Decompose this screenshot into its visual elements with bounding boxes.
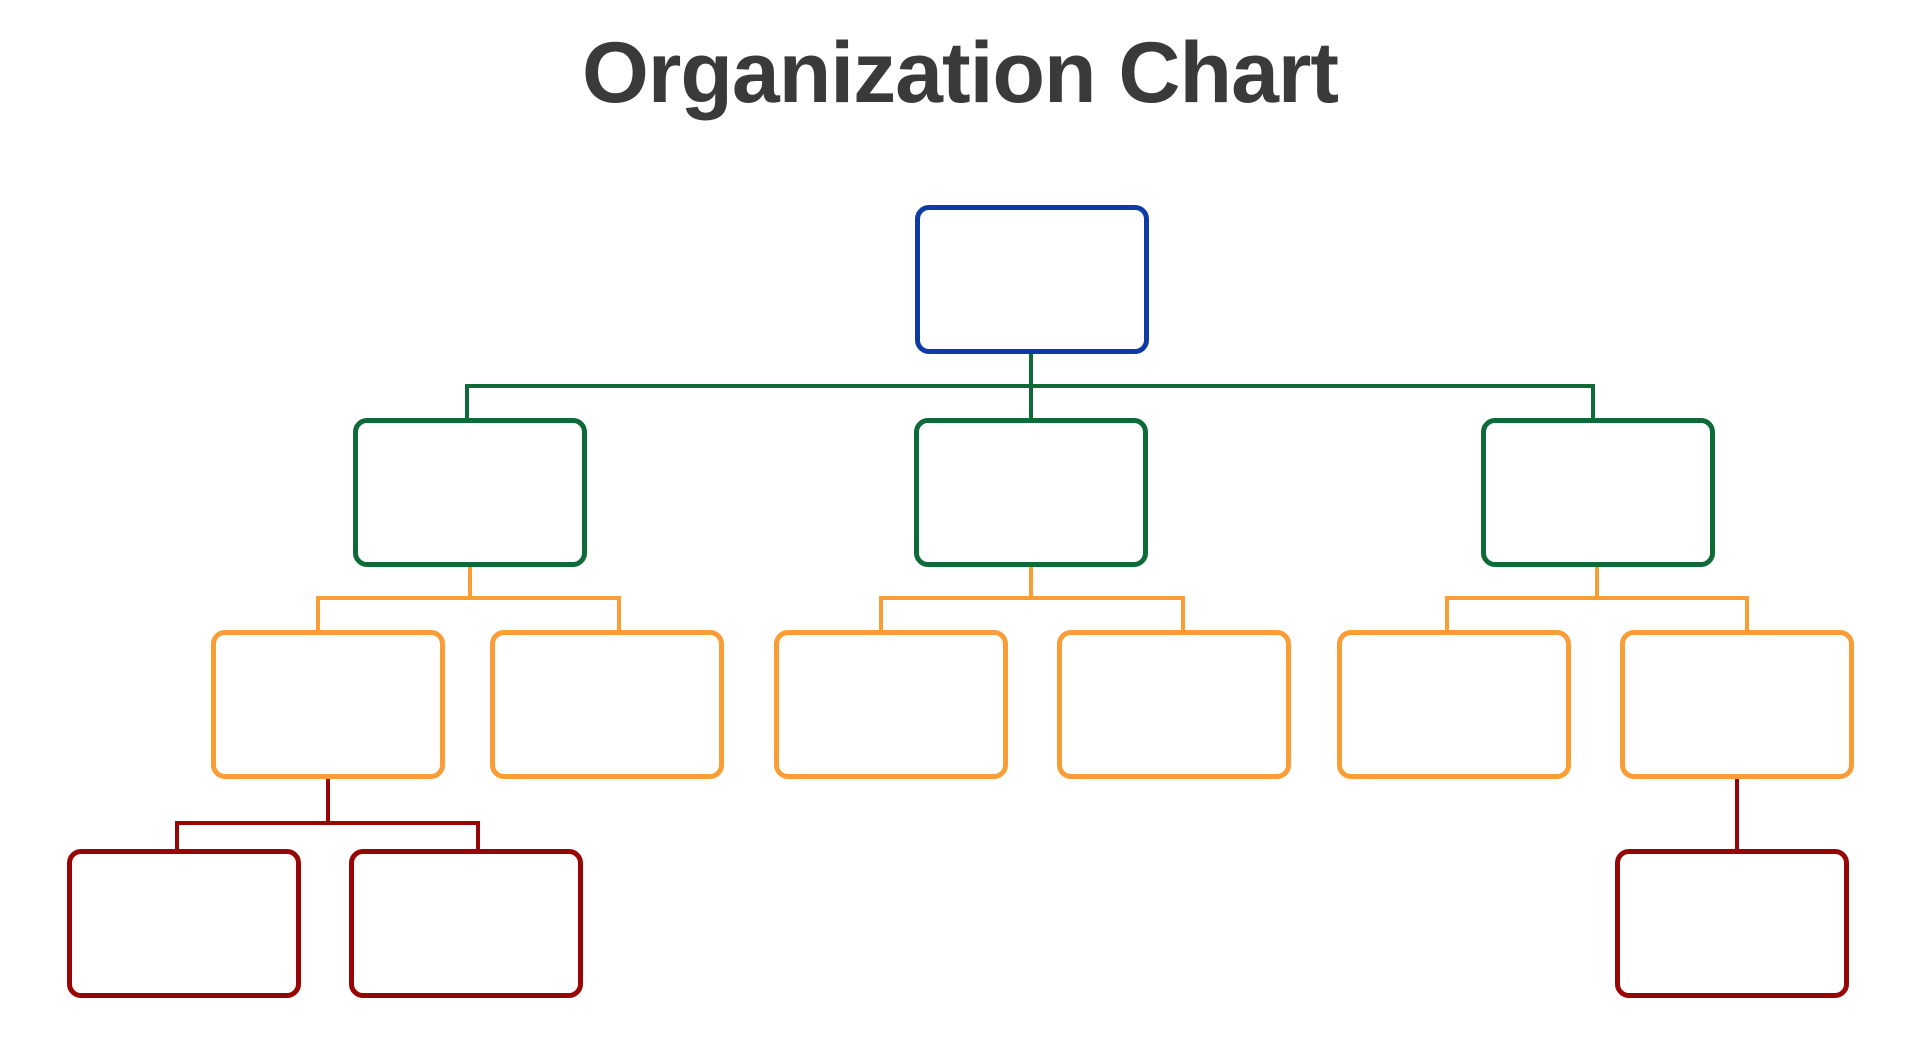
org-box-branch-2 <box>914 418 1148 567</box>
org-box-leaf-1-1-b <box>349 849 583 998</box>
org-box-leaf-3-2-a <box>1615 849 1849 998</box>
org-box-team-1-1 <box>211 630 445 779</box>
org-box-team-2-1 <box>774 630 1008 779</box>
org-box-team-3-1 <box>1337 630 1571 779</box>
org-box-team-1-2 <box>490 630 724 779</box>
org-box-team-3-2 <box>1620 630 1854 779</box>
page-title: Organization Chart <box>581 25 1339 121</box>
org-box-branch-1 <box>353 418 587 567</box>
org-box-leaf-1-1-a <box>67 849 301 998</box>
org-box-team-2-2 <box>1057 630 1291 779</box>
org-box-branch-3 <box>1481 418 1715 567</box>
org-box-root <box>915 205 1149 354</box>
